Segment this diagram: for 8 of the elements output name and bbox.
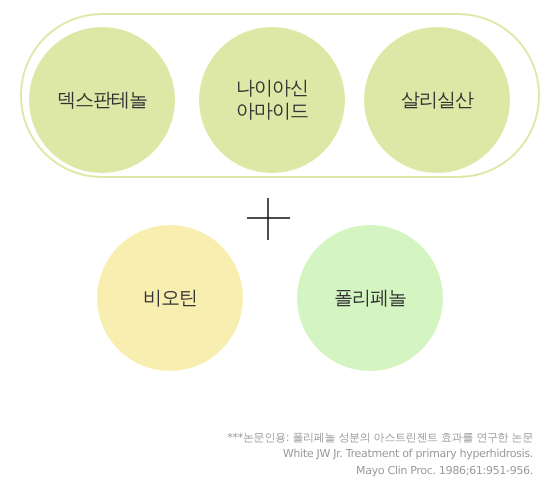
ingredient-name: 나이아신 아마이드 (235, 77, 309, 123)
ingredient-name: 살리실산 (400, 88, 474, 112)
citation-note: White JW Jr. Treatment of primary hyperhidrosis. (282, 447, 533, 460)
ingredient-name: 덱스판테놀 (56, 88, 148, 112)
ingredient-name: 폴리페놀 (333, 286, 407, 310)
ingredient-name: 비오틴 (142, 286, 198, 310)
citation-note: Mayo Clin Proc. 1986;61:951-956. (356, 464, 533, 477)
citation-note: ***논문인용: 폴리페놀 성분의 아스트린젠트 효과를 연구한 논문 (227, 430, 533, 445)
